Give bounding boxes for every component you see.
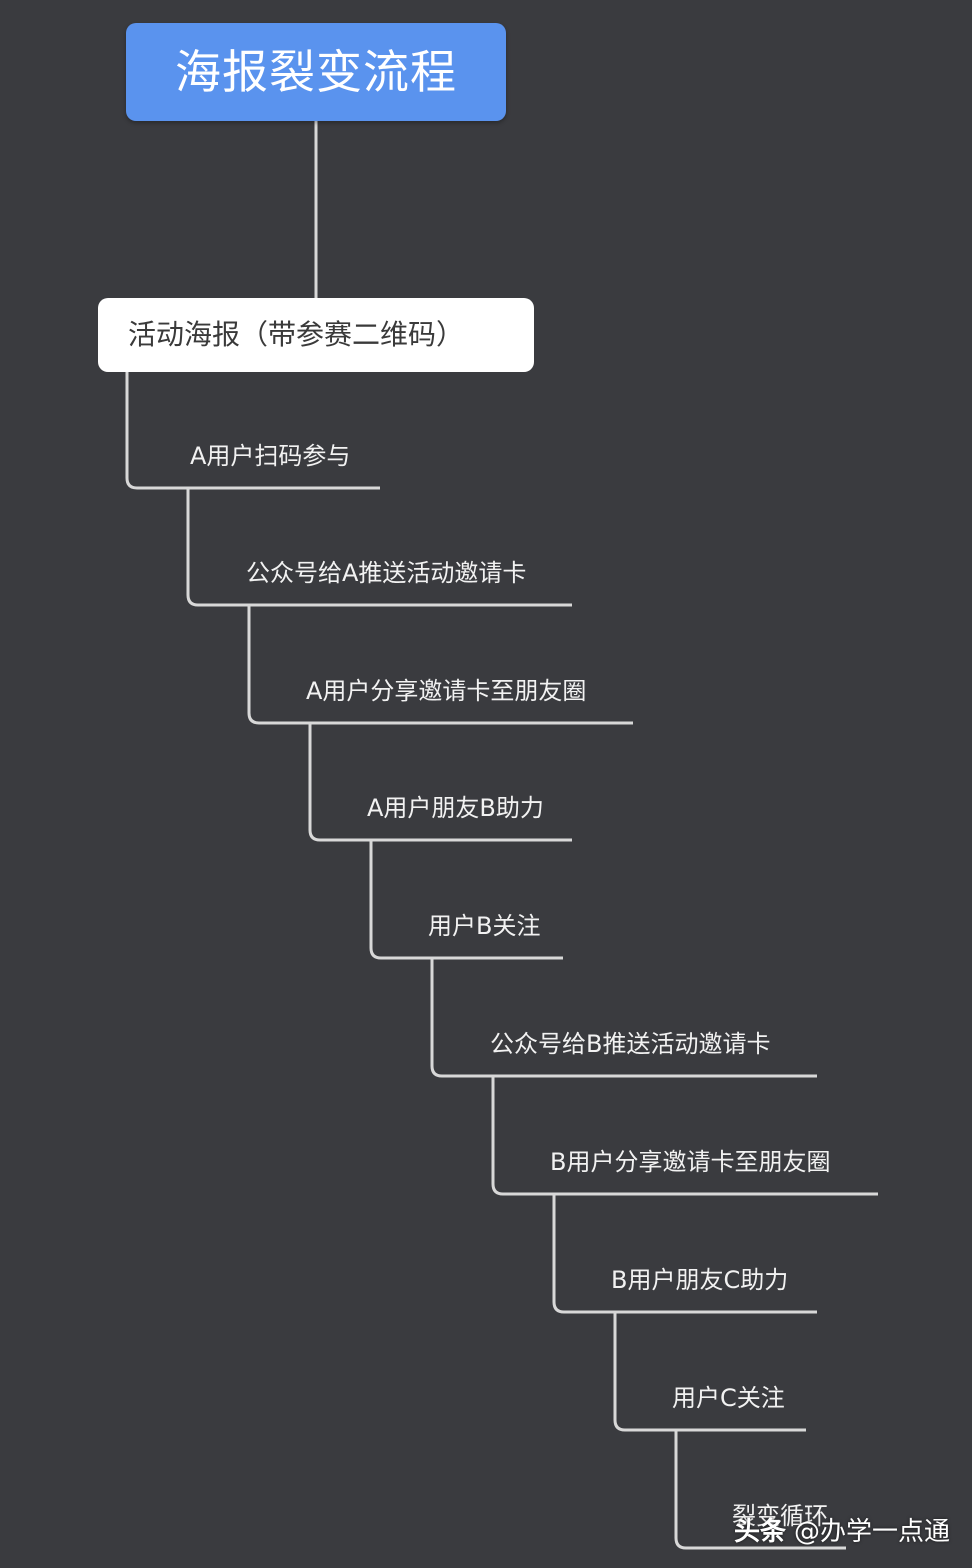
step-connector-2 [186, 488, 572, 607]
step-label: 公众号给B推送活动邀请卡 [490, 1030, 771, 1058]
root-title-node: 海报裂变流程 [126, 23, 506, 121]
step-label: 裂变循环 [732, 1502, 828, 1530]
watermark: 头条@办学一点通 [734, 1511, 950, 1548]
step-connector-5 [369, 840, 563, 960]
step-connector-6 [430, 958, 817, 1078]
step-label: A用户分享邀请卡至朋友圈 [306, 677, 587, 705]
step-label: 用户C关注 [672, 1384, 785, 1412]
watermark-handle: @办学一点通 [793, 1517, 950, 1547]
step-connector-10 [674, 1430, 846, 1550]
step-label: A用户扫码参与 [190, 442, 351, 470]
step-label: B用户分享邀请卡至朋友圈 [550, 1148, 831, 1176]
step-label: B用户朋友C助力 [611, 1266, 789, 1294]
step-label: 公众号给A推送活动邀请卡 [246, 559, 527, 587]
watermark-brand: 头条 [733, 1517, 786, 1547]
step-label: 用户B关注 [428, 912, 541, 940]
main-node-activity-poster: 活动海报（带参赛二维码） [98, 298, 534, 372]
step-connector-3 [247, 605, 633, 725]
step-connector-7 [491, 1076, 878, 1196]
step-connector-4 [308, 723, 572, 842]
step-label: A用户朋友B助力 [367, 794, 544, 822]
step-connector-8 [552, 1194, 817, 1314]
step-connector-1 [125, 372, 380, 490]
step-connector-9 [613, 1312, 806, 1432]
